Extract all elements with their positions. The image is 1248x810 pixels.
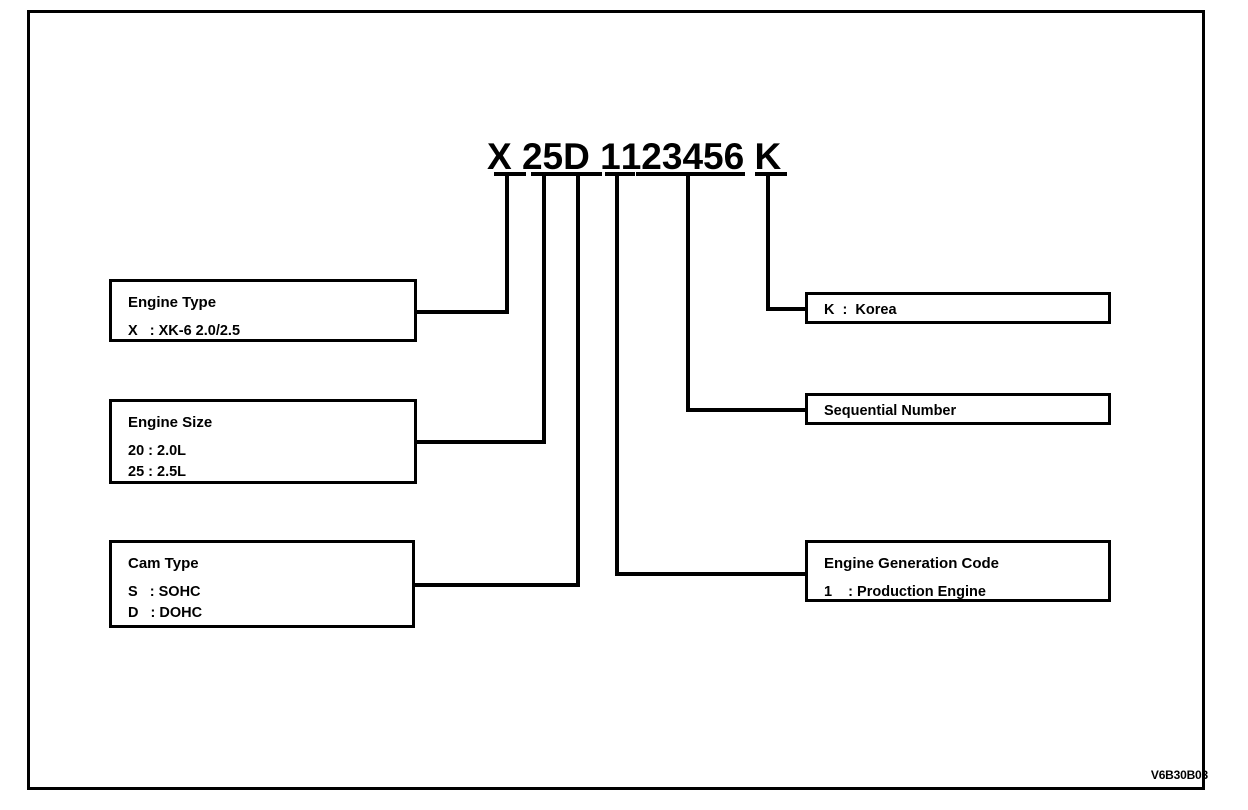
- leader-hline-cam-type: [415, 583, 580, 587]
- code-spacer-1: [512, 137, 522, 177]
- underline-generation: [605, 172, 635, 176]
- callout-engine-size: Engine Size 20 : 2.0L 25 : 2.5L: [109, 399, 417, 484]
- callout-sequential: Sequential Number: [805, 393, 1111, 425]
- page-border: [27, 10, 1205, 790]
- code-spacer-3: [744, 137, 754, 177]
- leader-vline-cam-type: [576, 176, 580, 587]
- leader-vline-engine-size: [542, 176, 546, 444]
- callout-generation-line-1: 1 : Production Engine: [824, 584, 986, 600]
- leader-hline-country: [766, 307, 807, 311]
- code-segment-sequential: 123456: [620, 136, 745, 177]
- code-segment-engine-size: 25: [521, 136, 564, 177]
- figure-id-label: V6B30B03: [1150, 768, 1208, 782]
- callout-cam-type: Cam Type S : SOHC D : DOHC: [109, 540, 415, 628]
- callout-engine-size-line-1: 20 : 2.0L: [128, 443, 187, 459]
- code-segment-country: K: [754, 136, 782, 177]
- leader-vline-country: [766, 176, 770, 311]
- leader-vline-engine-type: [505, 176, 509, 314]
- callout-engine-size-title: Engine Size: [128, 414, 213, 431]
- code-segment-engine-type: X: [487, 136, 512, 177]
- underline-sequential: [636, 172, 745, 176]
- underline-engine-type: [494, 172, 526, 176]
- underline-engine-size: [531, 172, 569, 176]
- callout-generation-title: Engine Generation Code: [824, 555, 1000, 572]
- code-segment-cam-type: D: [563, 136, 590, 177]
- code-segment-generation: 1: [600, 136, 621, 177]
- engine-serial-code: X 25 D 1 123456 K: [487, 133, 781, 177]
- callout-generation: Engine Generation Code 1 : Production En…: [805, 540, 1111, 602]
- callout-cam-type-line-1: S : SOHC: [128, 584, 201, 600]
- callout-cam-type-line-2: D : DOHC: [128, 605, 203, 621]
- leader-vline-sequential: [686, 176, 690, 412]
- callout-cam-type-title: Cam Type: [128, 555, 199, 572]
- leader-hline-sequential: [686, 408, 807, 412]
- callout-sequential-line-1: Sequential Number: [824, 403, 957, 419]
- callout-engine-type: Engine Type X : XK-6 2.0/2.5: [109, 279, 417, 342]
- leader-vline-generation: [615, 176, 619, 576]
- callout-engine-type-title: Engine Type: [128, 294, 217, 311]
- underline-country: [755, 172, 787, 176]
- callout-country-line-1: K : Korea: [824, 302, 897, 318]
- callout-country: K : Korea: [805, 292, 1111, 324]
- underline-cam-type: [564, 172, 602, 176]
- callout-engine-type-line-1: X : XK-6 2.0/2.5: [128, 323, 241, 339]
- callout-engine-size-line-2: 25 : 2.5L: [128, 464, 187, 480]
- leader-hline-engine-type: [417, 310, 509, 314]
- leader-hline-engine-size: [417, 440, 546, 444]
- leader-hline-generation: [615, 572, 807, 576]
- code-spacer-2: [590, 137, 600, 177]
